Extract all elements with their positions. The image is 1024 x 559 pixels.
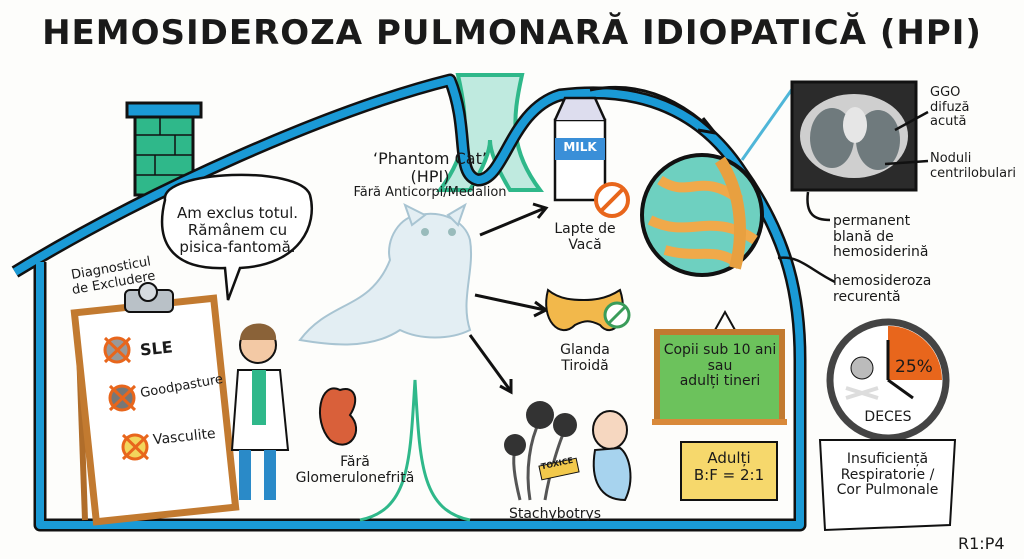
hemosiderin-line: hemosiderină	[833, 244, 929, 261]
recurrent-line: hemosideroza	[833, 273, 932, 289]
scroll-line: Cor Pulmonale	[836, 482, 939, 499]
kidney-line: Fără	[340, 454, 370, 470]
adults-note-text: Adulți B:F = 2:1	[681, 450, 777, 484]
nodules-label: Noduli centrilobulari	[930, 151, 1017, 181]
mortality-slice	[888, 326, 942, 380]
page-title: HEMOSIDEROZA PULMONARĂ IDIOPATICĂ (HPI)	[42, 13, 982, 53]
zoom-connector	[740, 84, 797, 161]
scroll	[818, 439, 957, 532]
hemosiderin-line: permanent	[833, 213, 911, 229]
ggo-line: GGO	[930, 85, 961, 100]
ggo-label: GGO difuză acută	[930, 85, 970, 130]
kidney-label: Fără Glomerulonefrită	[285, 454, 425, 486]
page-code: R1:P4	[958, 534, 1005, 553]
speech-text: Am exclus totul. Rămânem cu pisica-fanto…	[165, 205, 310, 255]
recurrent-label: hemosideroza recurentă	[833, 273, 932, 305]
cat-arrows	[468, 202, 549, 395]
thyroid-caption: Glanda Tiroidă	[540, 342, 630, 374]
milk-caption: Lapte de Vacă	[540, 221, 630, 253]
mortality-clock	[826, 318, 950, 442]
mold-caption: Stachybotrys	[508, 506, 602, 522]
recurrent-line: recurentă	[833, 288, 901, 305]
callout-lines	[777, 110, 929, 284]
kidney-line: Glomerulonefrită	[295, 469, 415, 486]
chalkboard-line: adulți tineri	[679, 373, 761, 390]
phantom-cat-icon	[298, 202, 472, 346]
speech-bubble	[160, 173, 314, 301]
adults-note	[680, 441, 778, 501]
speech-line: Am exclus totul.	[176, 204, 299, 222]
scroll-line: Insuficiență	[846, 451, 929, 467]
scroll-text: Insuficiență Respiratorie / Cor Pulmonal…	[825, 451, 950, 499]
chimney	[125, 101, 203, 197]
scroll-line: Respiratorie /	[840, 466, 935, 483]
ct-scan-image	[790, 80, 918, 192]
chalkboard	[652, 309, 787, 425]
milk-carton-icon	[553, 96, 630, 218]
ggo-line: difuză	[930, 99, 970, 115]
chalkboard-line: sau	[707, 357, 733, 374]
chalkboard-line: Copii sub 10 ani	[663, 342, 777, 358]
chalkboard-text: Copii sub 10 ani sau adulți tineri	[660, 342, 780, 390]
nodules-line: centrilobulari	[930, 165, 1017, 181]
thyroid-line: Tiroidă	[561, 357, 609, 374]
speech-line: Rămânem cu	[187, 220, 288, 239]
hemosiderin-label: permanent blană de hemosiderină	[833, 213, 929, 261]
ggo-line: acută	[930, 114, 967, 130]
hemosiderin-line: blană de	[833, 228, 894, 245]
skull-crossbones-icon	[845, 356, 879, 400]
speech-line: pisica-fantomă.	[179, 237, 296, 256]
clipboard	[70, 282, 240, 526]
milk-label: MILK	[563, 140, 597, 154]
mortality-percent: 25%	[895, 357, 933, 377]
thyroid-icon	[545, 288, 631, 332]
phantom-cat-abbr: (HPI)	[410, 166, 450, 186]
lung-tissue-magnifier	[640, 153, 764, 277]
doctor-icon	[230, 323, 290, 500]
lung-divider	[359, 379, 471, 522]
nodules-line: Noduli	[930, 151, 972, 166]
adults-line: Adulți	[707, 449, 751, 467]
adults-line: B:F = 2:1	[693, 465, 765, 484]
kidney-icon	[318, 387, 357, 446]
phantom-cat-name: ‘Phantom Cat’	[373, 149, 487, 168]
thyroid-line: Glanda	[560, 342, 610, 358]
death-label: DECES	[864, 409, 912, 425]
milk-line: Lapte de	[554, 221, 616, 237]
phantom-cat-note: Fără Anticorpi/Medalion	[353, 184, 507, 200]
curved-arrow	[589, 85, 714, 132]
milk-line: Vacă	[568, 236, 602, 253]
coughing-baby-icon	[592, 410, 632, 502]
clipboard-item-sle: SLE	[139, 337, 174, 360]
phantom-cat-label: ‘Phantom Cat’ (HPI) Fără Anticorpi/Medal…	[350, 150, 510, 200]
mold-icon	[504, 401, 580, 501]
